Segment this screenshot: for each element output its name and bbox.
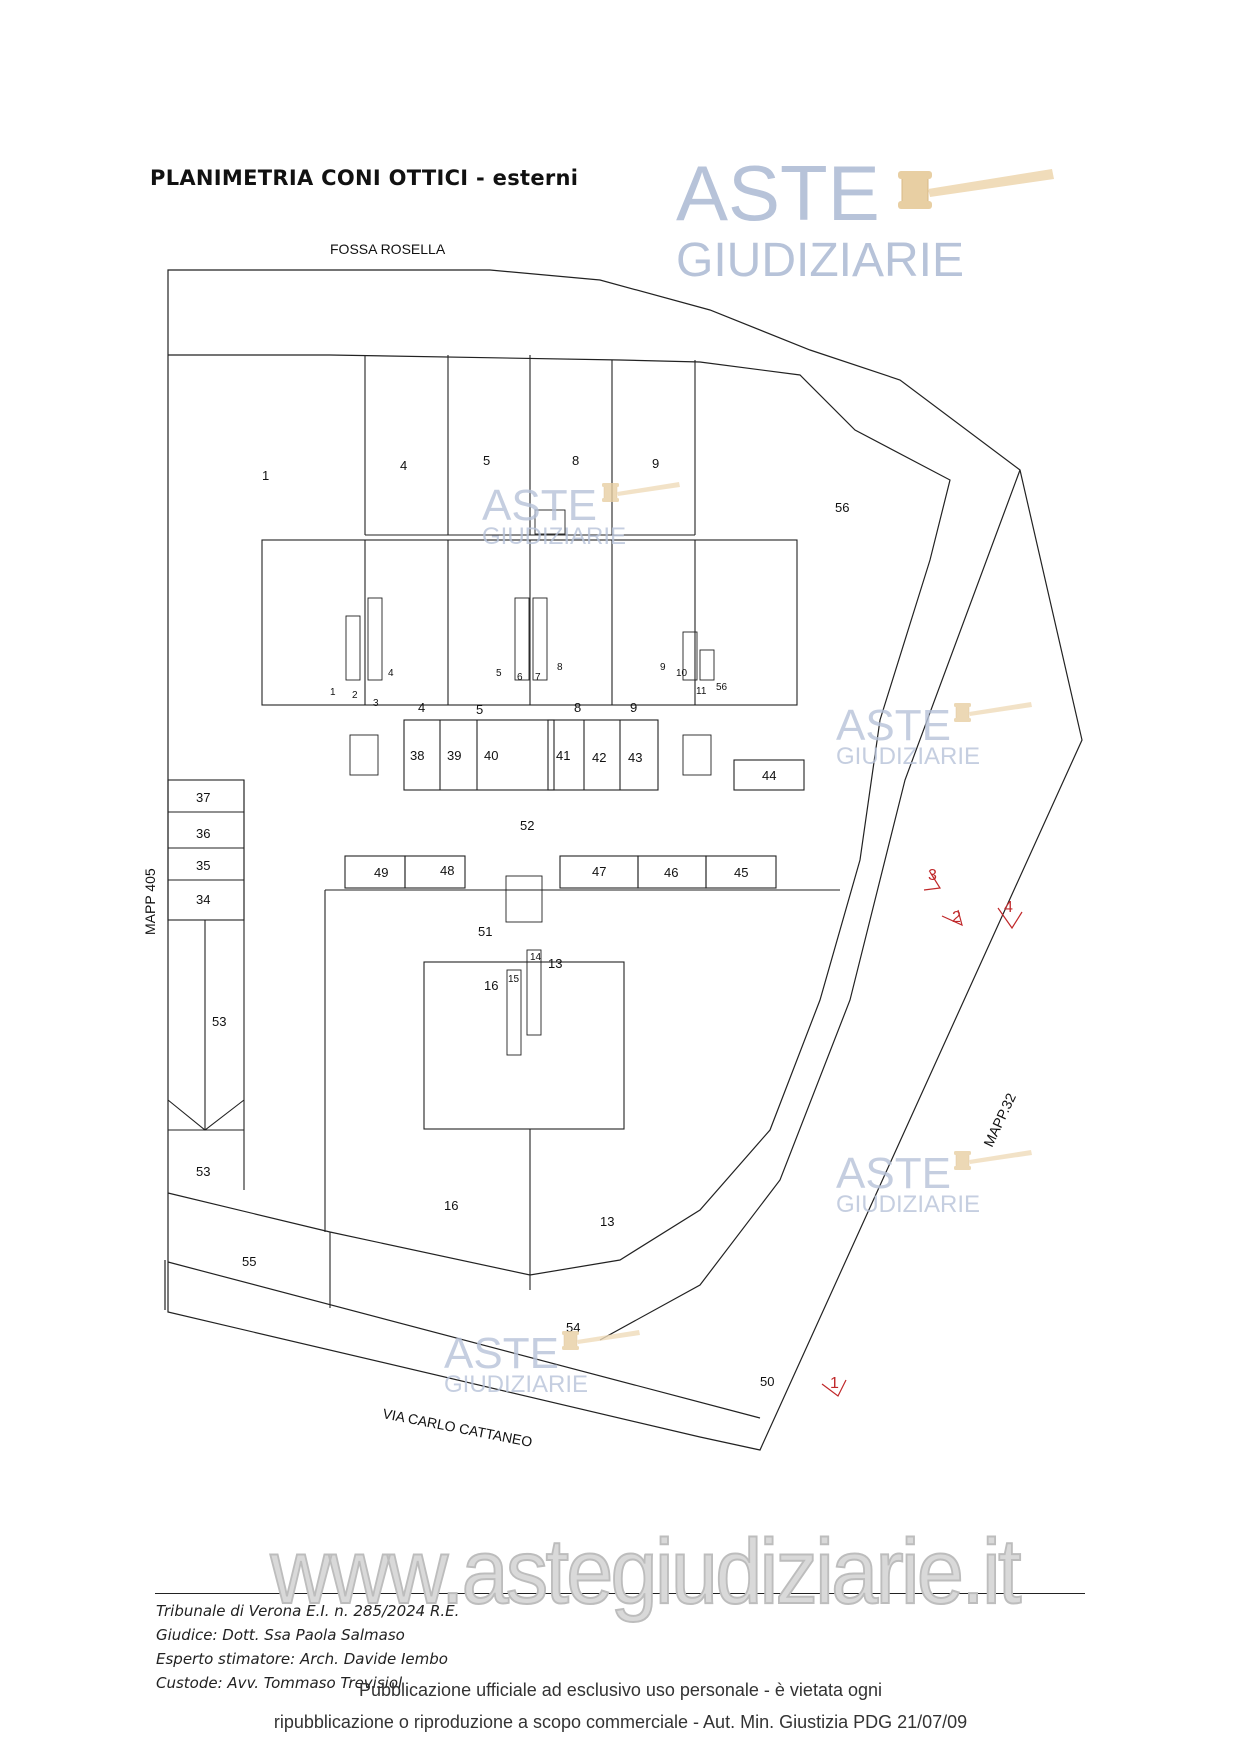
lot-label: 1: [330, 687, 336, 698]
footer-divider: [155, 1593, 1085, 1594]
publication-notice-1: Pubblicazione ufficiale ad esclusivo uso…: [359, 1680, 882, 1700]
watermark-small-1: ASTE GIUDIZIARIE: [482, 481, 681, 550]
lot-label: 13: [600, 1214, 614, 1229]
watermark-giudiziarie: GIUDIZIARIE: [676, 234, 964, 287]
gavel-icon: [561, 1329, 641, 1351]
lot-label: 8: [574, 700, 581, 715]
viewpoint-arrow-icon: [821, 1379, 847, 1397]
gavel-icon: [601, 481, 681, 503]
watermark-small-3: ASTE GIUDIZIARIE: [836, 1149, 1033, 1218]
lot-label: 46: [664, 865, 678, 880]
footer-tribunal: Tribunale di Verona E.I. n. 285/2024 R.E…: [156, 1602, 460, 1620]
gavel-icon: [897, 168, 1055, 210]
lot-label: 39: [447, 748, 461, 763]
lot-label: 5: [483, 453, 490, 468]
lot-label: 53: [212, 1014, 226, 1029]
lot-label: 51: [478, 924, 492, 939]
watermark-aste: ASTE: [676, 149, 880, 237]
lot-label: 6: [517, 672, 523, 683]
lot-label: 42: [592, 750, 606, 765]
lot-label: 1: [262, 468, 269, 483]
boundary-label-east: MAPP.32: [980, 1090, 1019, 1149]
watermark-logo-top: ASTE GIUDIZIARIE: [676, 149, 1055, 287]
lot-label: 4: [400, 458, 407, 473]
lot-label: 52: [520, 818, 534, 833]
viewpoint-label: 2: [952, 909, 961, 926]
lot-label: 35: [196, 858, 210, 873]
lot-label: 4: [388, 668, 394, 679]
lot-label: 43: [628, 750, 642, 765]
lot-label: 9: [630, 700, 637, 715]
page-title: PLANIMETRIA CONI OTTICI - esterni: [150, 166, 579, 190]
lot-label: 50: [760, 1374, 774, 1389]
lot-label: 37: [196, 790, 210, 805]
svg-text:GIUDIZIARIE: GIUDIZIARIE: [482, 523, 626, 550]
lot-label: 41: [556, 748, 570, 763]
lot-label: 8: [572, 453, 579, 468]
lot-label: 56: [716, 682, 728, 693]
footer-custodian: Custode: Avv. Tommaso Trevisiol: [156, 1674, 403, 1692]
lot-label: 49: [374, 865, 388, 880]
lot-label: 48: [440, 863, 454, 878]
lot-label: 38: [410, 748, 424, 763]
lot-label: 14: [530, 952, 542, 963]
svg-text:ASTE: ASTE: [444, 1329, 559, 1378]
svg-text:ASTE: ASTE: [836, 701, 951, 750]
watermark-small-4: ASTE GIUDIZIARIE: [444, 1329, 641, 1398]
lot-label: 7: [535, 672, 541, 683]
viewpoint-arrow-icon: [923, 871, 942, 891]
lot-label: 4: [418, 700, 425, 715]
upper-lots: [167, 355, 840, 1308]
view-points: 1 2 3 4: [821, 867, 1023, 1397]
svg-text:GIUDIZIARIE: GIUDIZIARIE: [836, 1191, 980, 1218]
lot-labels: 1 4 5 8 9 56 1 2 3 4 4 5 5 6 7 8 8 9 9 1…: [196, 453, 849, 1389]
svg-text:GIUDIZIARIE: GIUDIZIARIE: [444, 1371, 588, 1398]
lot-label: 5: [476, 702, 483, 717]
lot-label: 10: [676, 668, 688, 679]
lot-label: 3: [373, 698, 379, 709]
lot-label: 55: [242, 1254, 256, 1269]
footer-judge: Giudice: Dott. Ssa Paola Salmaso: [156, 1626, 405, 1644]
viewpoint-arrow-icon: [941, 909, 963, 927]
lot-label: 5: [496, 668, 502, 679]
boundary-label-north: FOSSA ROSELLA: [330, 241, 446, 257]
lot-label: 36: [196, 826, 210, 841]
lot-label: 15: [508, 974, 520, 985]
lot-label: 16: [484, 978, 498, 993]
lot-label: 9: [652, 456, 659, 471]
lot-label: 45: [734, 865, 748, 880]
lot-label: 16: [444, 1198, 458, 1213]
lot-label: 13: [548, 956, 562, 971]
watermark-site: www.astegiudiziarie.it: [269, 1520, 1022, 1624]
viewpoint-label: 1: [830, 1375, 839, 1392]
boundary-label-west: MAPP 405: [142, 868, 158, 935]
publication-notice-2: ripubblicazione o riproduzione a scopo c…: [273, 1712, 968, 1732]
viewpoint-arrow-icon: [997, 907, 1023, 930]
lot-label: 8: [557, 662, 563, 673]
watermark-small-2: ASTE GIUDIZIARIE: [836, 701, 1033, 770]
lot-label: 2: [352, 690, 358, 701]
staircases: [345, 509, 715, 1056]
boundary-label-south: VIA CARLO CATTANEO: [381, 1405, 533, 1450]
svg-text:ASTE: ASTE: [836, 1149, 951, 1198]
gavel-icon: [953, 701, 1033, 723]
lot-label: 34: [196, 892, 210, 907]
svg-text:ASTE: ASTE: [482, 481, 597, 530]
lot-label: 9: [660, 662, 666, 673]
svg-text:GIUDIZIARIE: GIUDIZIARIE: [836, 743, 980, 770]
lot-label: 56: [835, 500, 849, 515]
footer-expert: Esperto stimatore: Arch. Davide Iembo: [156, 1650, 448, 1668]
gavel-icon: [953, 1149, 1033, 1171]
lot-label: 44: [762, 768, 776, 783]
lot-label: 11: [696, 686, 707, 697]
lot-label: 47: [592, 864, 606, 879]
lot-label: 53: [196, 1164, 210, 1179]
site-boundary: [164, 269, 1083, 1451]
lot-label: 40: [484, 748, 498, 763]
viewpoint-label: 4: [1004, 899, 1013, 916]
